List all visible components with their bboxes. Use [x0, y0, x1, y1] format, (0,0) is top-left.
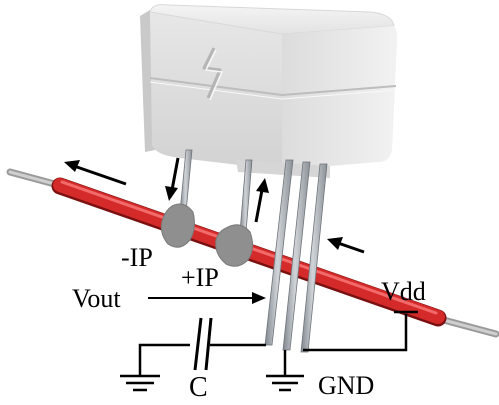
primary-pin-minus-ip — [179, 149, 193, 213]
label-minus-ip: -IP — [121, 243, 153, 272]
vout-arrow — [148, 292, 266, 304]
arrow-icon — [165, 157, 180, 201]
housing-bolt-mark — [202, 47, 222, 99]
arrow-icon — [64, 160, 127, 186]
label-vdd: Vdd — [381, 277, 426, 306]
label-vout: Vout — [72, 284, 121, 313]
solder-joint-minus-ip — [160, 203, 195, 248]
housing-parting-line — [149, 77, 397, 97]
label-gnd: GND — [318, 371, 374, 400]
pin-vdd — [300, 163, 328, 353]
sensor-housing-top — [149, 4, 395, 35]
capacitor-icon — [193, 317, 213, 371]
ground-icon — [266, 374, 304, 392]
pin-gnd — [282, 161, 311, 351]
vdd-connection — [303, 310, 418, 352]
signal-pins — [264, 159, 328, 353]
arrow-icon — [327, 237, 365, 254]
ground-icon — [120, 374, 160, 392]
capacitor-circuit — [138, 343, 266, 375]
label-capacitor: C — [189, 372, 208, 403]
arrow-icon — [254, 178, 269, 223]
solder-joint-plus-ip — [215, 224, 254, 267]
label-plus-ip: +IP — [181, 263, 219, 292]
sensor-housing-right — [282, 26, 398, 170]
pin-vout — [264, 159, 294, 346]
